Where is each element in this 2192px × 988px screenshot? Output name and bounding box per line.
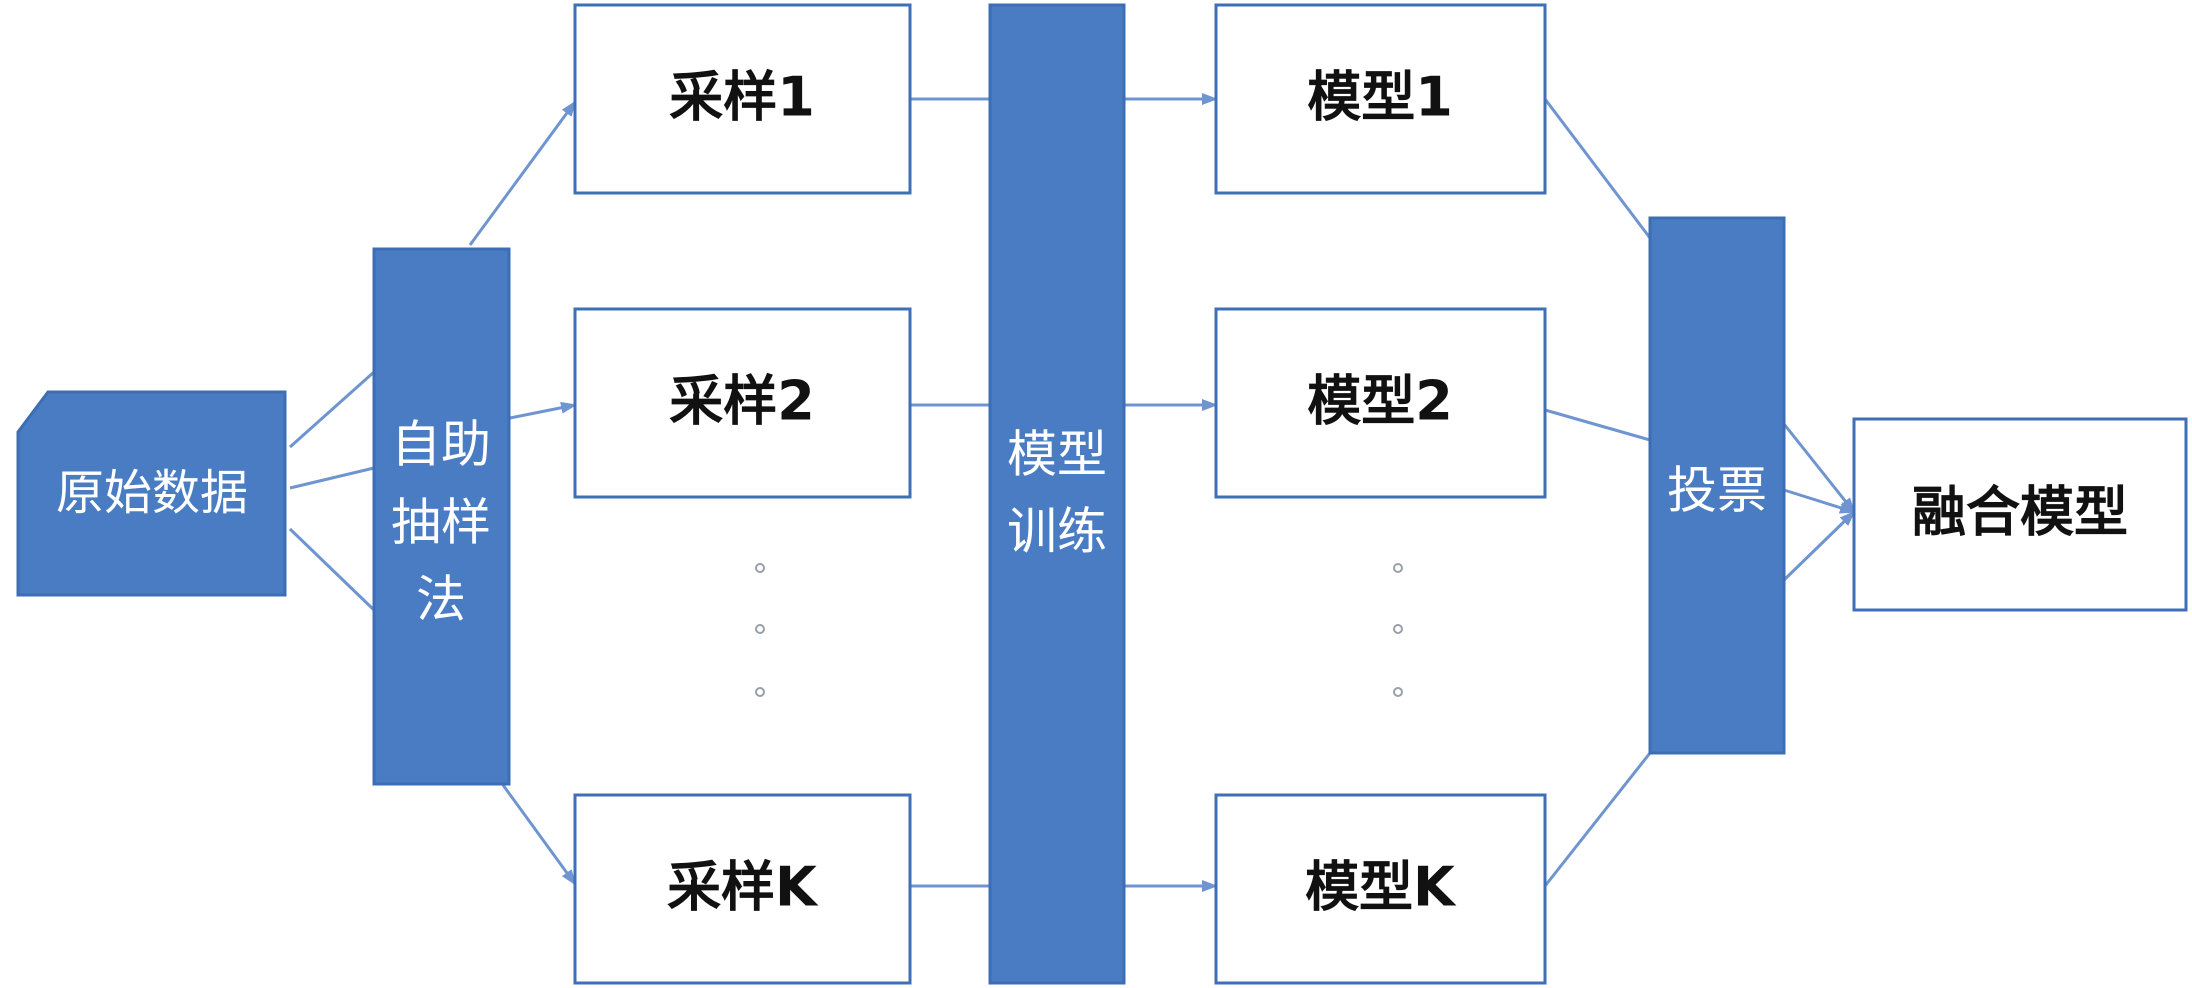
- model-label-k: 模型K: [1305, 856, 1457, 919]
- bootstrap-label-line1: 自助: [391, 416, 491, 474]
- model-training-box: [988, 3, 1126, 985]
- raw-data-shape: [16, 390, 287, 597]
- model-box-k: [1214, 793, 1547, 985]
- ellipsis-dot-models-3: [1393, 687, 1403, 697]
- connector-raw-to-bootstrap-mid: [289, 466, 375, 490]
- raw-data-label: 原始数据: [56, 465, 248, 521]
- sample-label-1: 采样1: [669, 66, 815, 129]
- model-training-label-line2: 训练: [1007, 503, 1107, 561]
- connector-model1-to-voting: [1543, 98, 1652, 239]
- ellipsis-dot-samples-3: [755, 687, 765, 697]
- bootstrap-label-line3: 法: [416, 571, 466, 629]
- connector-raw-to-bootstrap-bottom: [288, 527, 376, 612]
- arrow-voting-to-ensemble-bottom: [1782, 510, 1856, 582]
- arrow-bootstrap-to-sample1: [468, 100, 577, 246]
- ellipsis-dot-samples-1: [755, 563, 765, 573]
- ensemble-model-box: [1852, 417, 2188, 612]
- model-box-1: [1214, 3, 1547, 195]
- ellipsis-dot-models-2: [1393, 624, 1403, 634]
- connector-model2-to-voting: [1544, 408, 1651, 442]
- voting-box: [1648, 216, 1786, 755]
- model-training-label-line1: 模型: [1007, 426, 1107, 484]
- connector-group: [288, 93, 1856, 892]
- ellipsis-dot-samples-2: [755, 624, 765, 634]
- bootstrap-label-line2: 抽样: [391, 494, 491, 552]
- ensemble-model-label: 融合模型: [1912, 481, 2128, 544]
- sample-label-k: 采样K: [667, 856, 819, 919]
- arrow-bootstrap-to-sample2: [509, 401, 577, 420]
- model-label-1: 模型1: [1307, 66, 1453, 129]
- arrow-voting-to-ensemble-mid: [1783, 488, 1856, 514]
- arrow-voting-to-ensemble-top: [1782, 423, 1856, 514]
- sample-label-2: 采样2: [669, 370, 815, 433]
- bootstrap-box: [372, 247, 511, 786]
- sample-box-1: [573, 3, 912, 195]
- model-box-2: [1214, 307, 1547, 499]
- connector-raw-to-bootstrap-top: [289, 370, 375, 449]
- sample-box-2: [573, 307, 912, 499]
- voting-label: 投票: [1667, 462, 1767, 520]
- arrow-bootstrap-to-sampleK: [501, 784, 577, 886]
- model-label-2: 模型2: [1307, 370, 1453, 433]
- ellipsis-dot-models-1: [1393, 563, 1403, 573]
- connector-modelK-to-voting: [1543, 752, 1652, 887]
- sample-box-k: [573, 793, 912, 985]
